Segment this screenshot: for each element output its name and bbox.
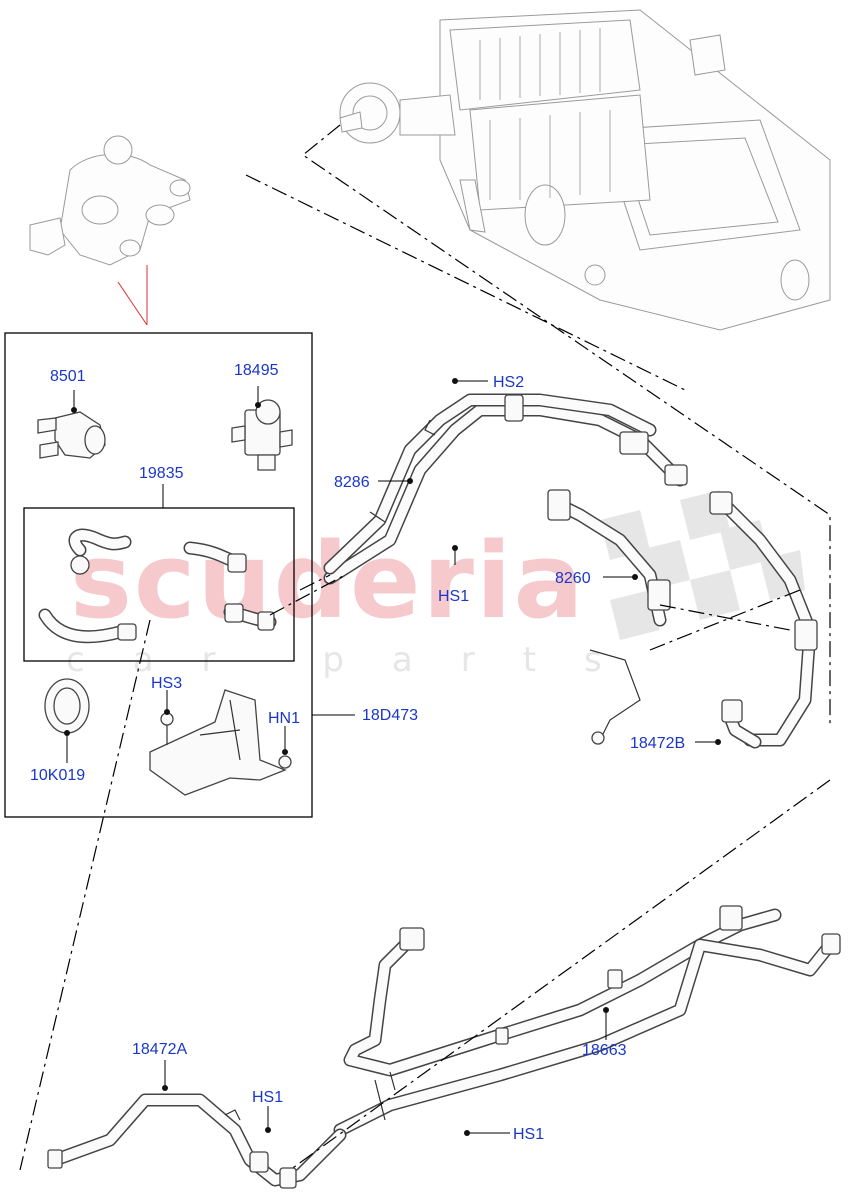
hose-18472a: [47, 1093, 347, 1189]
nut-icon: [278, 755, 292, 769]
label-18495: 18495: [234, 362, 279, 379]
hose-8260: [547, 489, 671, 745]
assembly-lines: [19, 124, 831, 1171]
hose-18472b: [709, 491, 818, 749]
solenoid-valve-icon: [231, 399, 293, 471]
label-hn1: HN1: [268, 710, 301, 727]
callout-line: [117, 265, 148, 326]
heater-unit-icon: [339, 9, 831, 331]
bolt-icon: [160, 712, 174, 745]
label-18472b: 18472B: [630, 735, 686, 752]
kit-box: [4, 332, 313, 818]
label-10k019: 10K019: [30, 767, 86, 784]
label-8260: 8260: [555, 570, 591, 587]
label-hs3: HS3: [151, 675, 183, 692]
hose-icon: [38, 528, 277, 644]
label-8286: 8286: [334, 474, 370, 491]
bracket-icon: [149, 689, 287, 796]
label-18663: 18663: [582, 1042, 627, 1059]
pump-icon: [37, 411, 106, 459]
label-8501: 8501: [50, 368, 86, 385]
label-18472a: 18472A: [132, 1041, 188, 1058]
leader-lines: [64, 378, 721, 1136]
valve-assembly-icon: [29, 135, 191, 266]
label-19835: 19835: [139, 465, 184, 482]
hose-8286: [323, 393, 688, 585]
label-18d473: 18D473: [362, 707, 419, 724]
label-hs2: HS2: [493, 374, 525, 391]
hose-18663: [333, 905, 841, 1137]
label-hs1-right: HS1: [513, 1126, 545, 1143]
clamp-ring-icon: [44, 678, 90, 734]
heater-connector-pipe: [339, 111, 363, 133]
label-hs1-mid: HS1: [438, 588, 470, 605]
watermark-tagline: car parts: [66, 640, 650, 680]
label-hs1-low: HS1: [252, 1089, 284, 1106]
hose-kit-box: [23, 507, 295, 662]
